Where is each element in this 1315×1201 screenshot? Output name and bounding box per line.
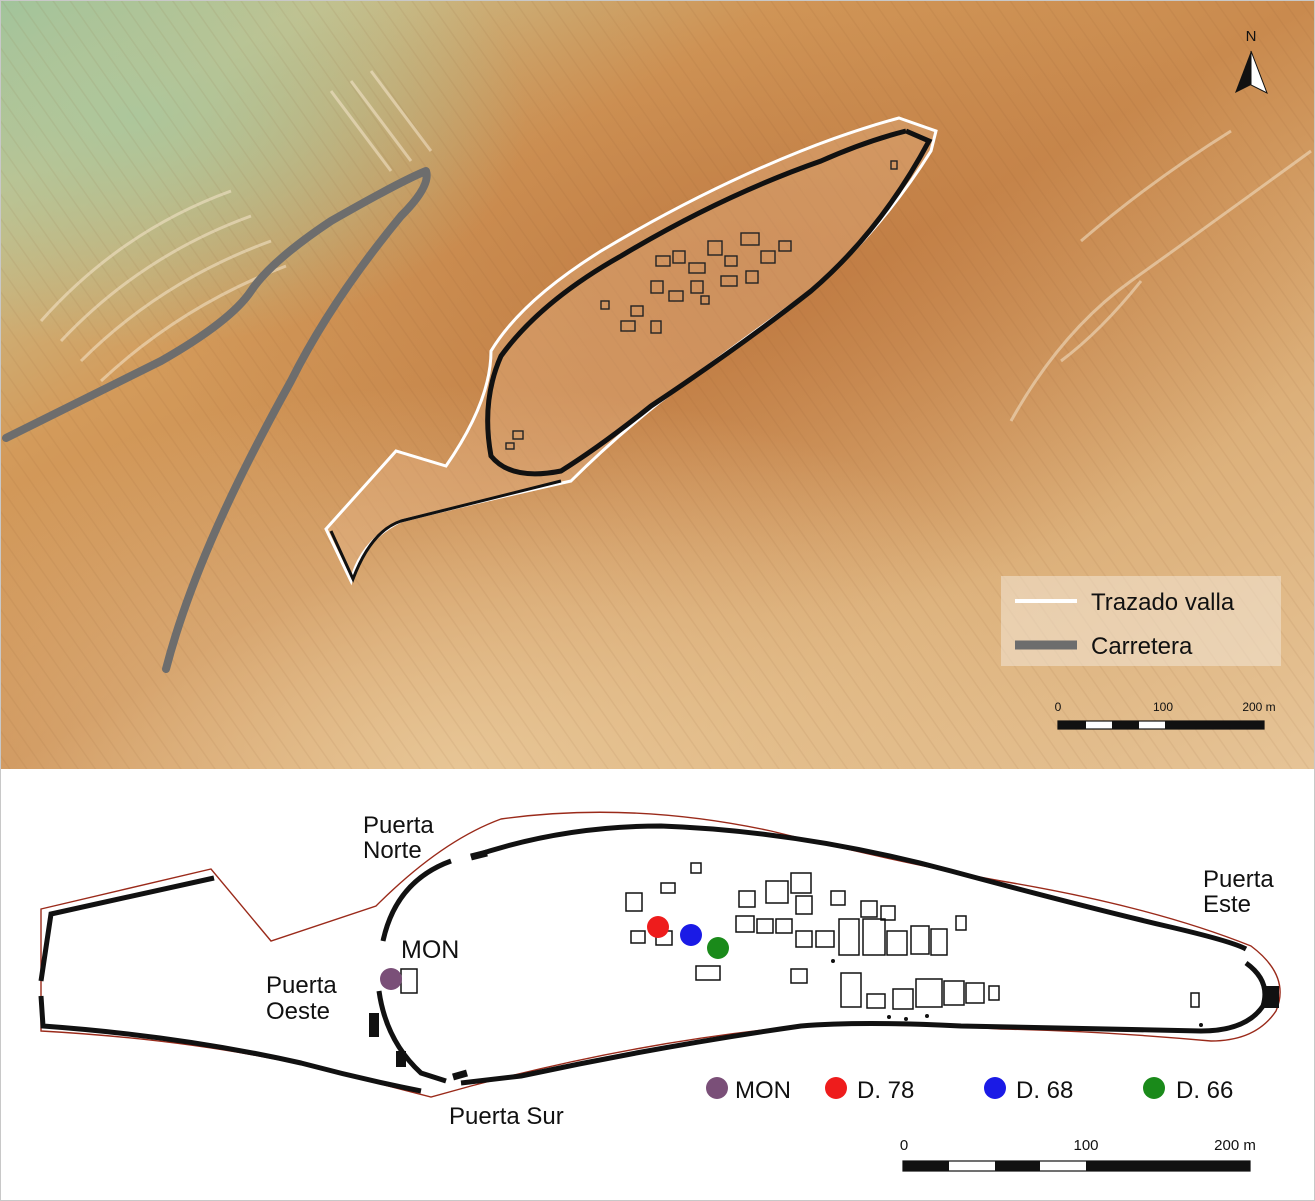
plan-south-tower bbox=[396, 1051, 406, 1067]
label-puerta-norte-2: Norte bbox=[363, 837, 422, 864]
scale-bar-top: 0 100 200 m bbox=[1055, 700, 1276, 730]
label-mon: MON bbox=[401, 936, 459, 964]
legend-box bbox=[1001, 576, 1281, 666]
wall-outer-south bbox=[329, 479, 562, 583]
site-plan: Puerta Norte Puerta Oeste Puerta Sur Pue… bbox=[1, 769, 1314, 1200]
road-line bbox=[2, 167, 431, 673]
label-puerta-sur: Puerta Sur bbox=[449, 1103, 564, 1130]
north-arrow-left-half bbox=[1235, 51, 1251, 93]
legend-label-fence: Trazado valla bbox=[1091, 589, 1235, 616]
relief-map: N Trazado valla Carretera 0 100 200 m bbox=[1, 1, 1314, 769]
points-legend: MON D. 78 D. 68 D. 66 bbox=[706, 1077, 1233, 1104]
plan-wall-main bbox=[460, 823, 1268, 1086]
plan-east-tower bbox=[1263, 986, 1279, 1008]
drainage-channels bbox=[1009, 129, 1312, 422]
scale-top-tick-100: 100 bbox=[1153, 700, 1173, 714]
scale-bar-top-seg-3 bbox=[1165, 721, 1264, 729]
wall-outline bbox=[485, 128, 933, 477]
marker-mon bbox=[380, 968, 402, 990]
scale-bottom-tick-200: 200 m bbox=[1214, 1137, 1256, 1154]
scale-top-tick-200: 200 m bbox=[1242, 700, 1275, 714]
legend-label-d78: D. 78 bbox=[857, 1077, 914, 1104]
label-puerta-oeste-1: Puerta bbox=[266, 972, 337, 999]
legend-label-d68: D. 68 bbox=[1016, 1077, 1073, 1104]
label-puerta-norte-1: Puerta bbox=[363, 812, 434, 839]
north-arrow-right-half bbox=[1250, 50, 1268, 95]
legend-dot-d68 bbox=[984, 1077, 1006, 1099]
scale-bar-bottom-seg-1 bbox=[903, 1161, 949, 1171]
label-puerta-oeste-2: Oeste bbox=[266, 998, 330, 1025]
scale-bar-bottom-seg-3 bbox=[1086, 1161, 1250, 1171]
houses-cluster-top bbox=[505, 160, 898, 450]
legend-label-d66: D. 66 bbox=[1176, 1077, 1233, 1104]
north-arrow: N bbox=[1235, 28, 1268, 95]
plan-houses bbox=[400, 862, 1200, 1010]
legend-label-mon: MON bbox=[735, 1077, 791, 1104]
scale-bottom-tick-0: 0 bbox=[900, 1137, 908, 1154]
marker-d68 bbox=[680, 924, 702, 946]
label-puerta-este-2: Este bbox=[1203, 891, 1251, 918]
plan-fence-line bbox=[40, 811, 1281, 1098]
plan-house-points bbox=[831, 959, 1203, 1027]
legend-dot-d78 bbox=[825, 1077, 847, 1099]
label-puerta-este-1: Puerta bbox=[1203, 866, 1274, 893]
scale-bar-bottom-seg-2 bbox=[995, 1161, 1040, 1171]
legend-dot-d66 bbox=[1143, 1077, 1165, 1099]
scale-top-tick-0: 0 bbox=[1055, 700, 1062, 714]
scale-bar-bottom: 0 100 200 m bbox=[900, 1137, 1256, 1172]
marker-d78 bbox=[647, 916, 669, 938]
marker-d66 bbox=[707, 937, 729, 959]
plan-south-gate-jamb bbox=[452, 1069, 468, 1081]
scale-bar-top-seg-1 bbox=[1058, 721, 1086, 729]
legend-dot-mon bbox=[706, 1077, 728, 1099]
plan-wall-west-curve bbox=[376, 858, 452, 1084]
legend-label-road: Carretera bbox=[1091, 633, 1193, 660]
scale-bottom-tick-100: 100 bbox=[1073, 1137, 1098, 1154]
scale-bar-top-seg-2 bbox=[1112, 721, 1139, 729]
plan-north-gate-jamb bbox=[470, 849, 488, 861]
plan-west-tower bbox=[369, 1013, 379, 1037]
north-label: N bbox=[1246, 28, 1257, 45]
legend: Trazado valla Carretera bbox=[1001, 576, 1281, 666]
plan-wall-west-enclosure bbox=[38, 875, 422, 1094]
site-plan-background bbox=[1, 769, 1314, 1200]
